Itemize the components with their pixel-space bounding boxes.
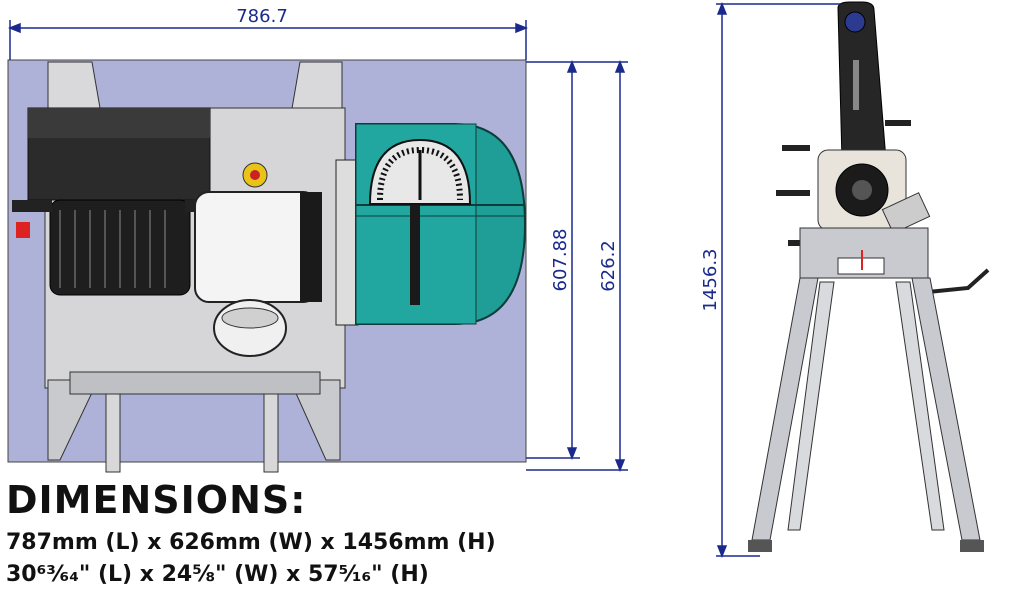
- miter-bar: [410, 205, 420, 305]
- dim-label-inner-height: 607.88: [550, 229, 571, 292]
- leg-right: [289, 379, 341, 461]
- dimensions-metric: 787mm (L) x 626mm (W) x 1456mm (H): [6, 530, 496, 555]
- foot-right: [960, 540, 984, 552]
- lower-tray: [69, 371, 321, 395]
- foot-left: [748, 540, 772, 552]
- stand-leg-back-right: [895, 281, 945, 531]
- tilt-arm: [881, 192, 931, 234]
- leg-foot-left: [105, 387, 121, 473]
- dimensions-title: DIMENSIONS:: [6, 478, 307, 522]
- red-tab: [16, 222, 30, 238]
- motor-cylinder: [194, 191, 318, 303]
- dim-label-outer-height: 626.2: [598, 240, 619, 292]
- top-view: 786.7 607.88 626.2: [7, 6, 628, 473]
- dim-label-top-width: 786.7: [236, 6, 288, 27]
- leg-foot-right: [263, 387, 279, 473]
- side-view: 1456.3: [700, 1, 990, 559]
- frame-left-bracket: [47, 61, 101, 109]
- handle-left: [12, 200, 52, 212]
- dim-label-total-height: 1456.3: [700, 249, 721, 312]
- motor-cover-top: [28, 108, 210, 138]
- crank-handle: [927, 268, 990, 294]
- disc-frame: [335, 159, 359, 326]
- motor-cylinder-band: [300, 192, 322, 302]
- dimensions-imperial: 30⁶³⁄₆₄" (L) x 24⅝" (W) x 57⁵⁄₁₆" (H): [6, 562, 429, 587]
- stand-leg-back-left: [787, 281, 835, 531]
